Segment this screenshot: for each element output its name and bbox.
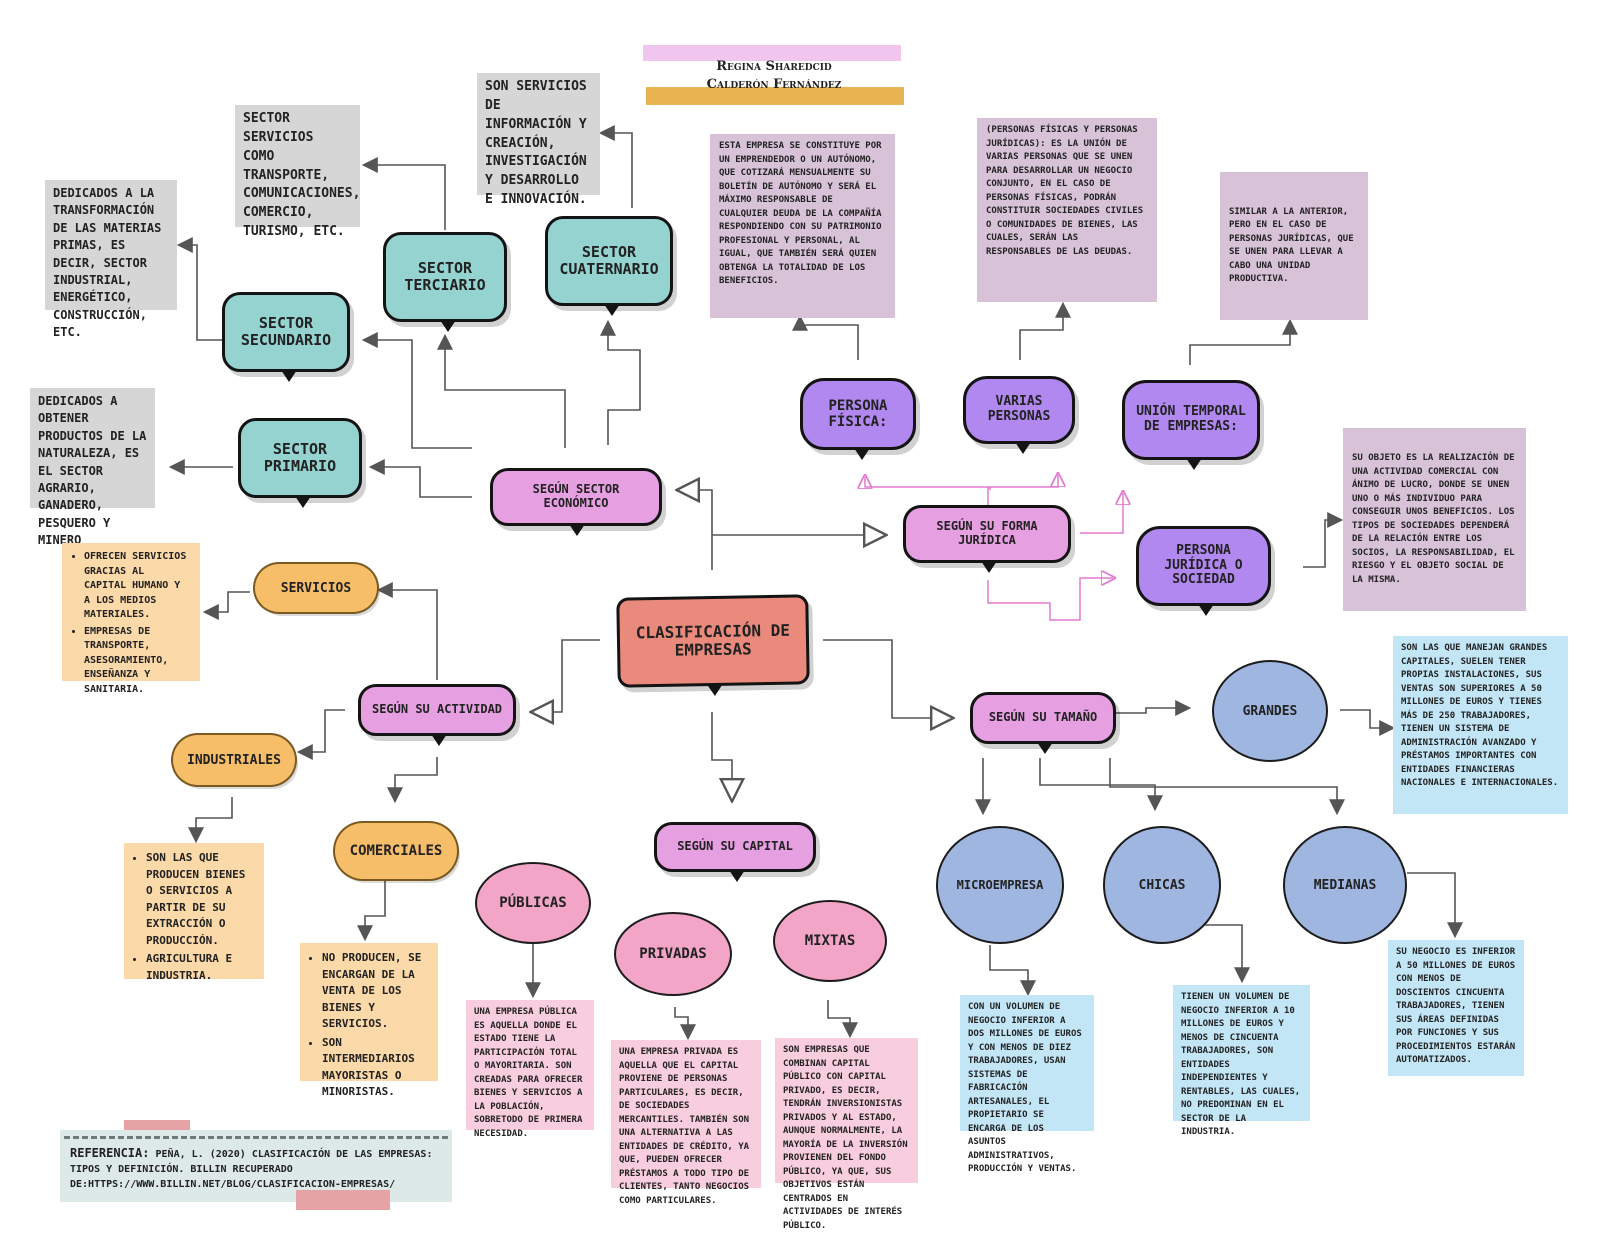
node-industriales: Industriales [173,735,295,785]
servicios-item-1: Ofrecen servicios gracias al capital hum… [84,550,190,623]
sector-primario-label: Sector Primario [263,439,337,475]
union-temporal-label: Unión Temporal de empresas: [1136,404,1246,434]
reference-label: Referencia: [70,1146,150,1160]
persona-juridica-label: Persona jurídica o sociedad [1164,542,1243,588]
category-actividad: Según su actividad [358,684,516,746]
center-node: Clasificación de Empresas [616,594,810,688]
tape-bottom [296,1190,390,1210]
node-sector-secundario: Sector Secundario [222,292,350,382]
category-tamano: Según su tamaño [970,692,1116,754]
desc-sector-terciario: Sector servicios como transporte, comuni… [235,105,360,239]
node-union-temporal: Unión Temporal de empresas: [1122,380,1260,470]
mixtas-label: Mixtas [804,933,856,949]
desc-varias-personas: (personas físicas y personas jurídicas):… [977,118,1157,302]
node-sector-terciario: Sector Terciario [383,232,507,332]
desc-persona-juridica: Su objeto es la realización de una activ… [1343,428,1526,611]
node-sector-primario: Sector Primario [238,418,362,508]
node-privadas: Privadas [614,912,732,996]
node-varias-personas: Varias personas [963,376,1075,454]
persona-fisica-desc: Esta empresa se constituye por un empren… [719,141,882,286]
desc-publicas: Una empresa pública es aquella donde el … [466,1000,594,1139]
author-name: Regina Sharedcid Calderón Fernández [640,58,908,93]
grandes-label: Grandes [1242,703,1298,719]
publicas-label: Públicas [499,895,567,911]
desc-privadas: Una empresa privada es aquella que el ca… [611,1040,761,1206]
privadas-desc: Una empresa privada es aquella que el ca… [619,1047,750,1206]
medianas-label: Medianas [1313,877,1377,893]
author-highlight-pink [643,45,901,61]
node-persona-juridica: Persona jurídica o sociedad [1136,526,1271,616]
category-actividad-label: Según su actividad [371,702,503,717]
comerciales-label: Comerciales [349,843,443,859]
mixtas-desc: Son empresas que combinan capital públic… [783,1045,908,1231]
category-sector-economico: Según Sector económico [490,468,662,536]
node-sector-cuaternario: Sector Cuaternario [545,216,673,316]
node-microempresa: Microempresa [936,826,1064,944]
desc-persona-fisica: Esta empresa se constituye por un empren… [710,134,895,318]
node-grandes: Grandes [1212,660,1328,762]
category-sector-label: Según Sector económico [532,482,620,510]
microempresa-desc: Con un volumen de negocio inferior a dos… [968,1002,1082,1174]
sector-cuaternario-desc: Son servicios de información y creación,… [485,79,587,208]
category-capital: Según su Capital [654,822,816,882]
desc-union-temporal: Similar a la anterior, pero en el caso d… [1220,172,1368,320]
chicas-desc: Tienen un volumen de negocio inferior a … [1181,992,1301,1137]
industriales-item-2: Agricultura e industria. [146,951,254,984]
category-tamano-label: Según su tamaño [988,710,1098,725]
servicios-item-2: Empresas de transporte, asesoramiento, e… [84,625,190,698]
grandes-desc: Son las que manejan grandes capitales, s… [1401,643,1559,788]
category-forma-juridica: Según su forma Jurídica [903,505,1071,573]
industriales-item-1: Son las que producen bienes o servicios … [146,850,254,949]
desc-industriales: Son las que producen bienes o servicios … [124,843,264,982]
reference-box: Referencia: Peña, L. (2020) Clasificació… [60,1130,452,1202]
microempresa-label: Microempresa [956,878,1044,892]
comerciales-item-2: Son intermediarios mayoristas o minorist… [322,1035,428,1101]
chicas-label: Chicas [1138,877,1186,893]
node-persona-fisica: Persona física: [800,378,916,460]
desc-chicas: Tienen un volumen de negocio inferior a … [1173,985,1310,1137]
node-mixtas: Mixtas [773,900,887,982]
node-comerciales: Comerciales [335,823,457,879]
node-medianas: Medianas [1283,826,1407,944]
node-publicas: Públicas [475,862,591,944]
desc-comerciales: No producen, se encargan de la venta de … [300,943,438,1098]
desc-mixtas: Son empresas que combinan capital públic… [775,1038,918,1231]
persona-juridica-desc: Su objeto es la realización de una activ… [1352,453,1515,585]
sector-terciario-desc: Sector servicios como transporte, comuni… [243,111,361,240]
union-temporal-desc: Similar a la anterior, pero en el caso d… [1229,206,1354,285]
category-juridica-label: Según su forma Jurídica [936,519,1038,547]
comerciales-item-1: No producen, se encargan de la venta de … [322,950,428,1033]
desc-servicios: Ofrecen servicios gracias al capital hum… [62,543,200,695]
node-servicios: Servicios [255,564,377,612]
author-line-2: Calderón Fernández [706,76,842,92]
desc-medianas: Su negocio es inferior a 50 millones de … [1388,940,1524,1076]
author-highlight-yellow [646,87,904,105]
sector-terciario-label: Sector Terciario [404,258,486,294]
varias-personas-label: Varias personas [987,394,1051,424]
desc-grandes: Son las que manejan grandes capitales, s… [1393,636,1568,814]
medianas-desc: Su negocio es inferior a 50 millones de … [1396,947,1516,1065]
publicas-desc: Una empresa pública es aquella donde el … [474,1007,583,1139]
desc-microempresa: Con un volumen de negocio inferior a dos… [960,995,1094,1174]
reference-dash-line [64,1136,448,1139]
category-capital-label: Según su Capital [677,839,793,854]
sector-secundario-desc: Dedicados a la transformación de las mat… [53,186,162,340]
sector-primario-desc: Dedicados a obtener productos de la natu… [38,394,147,548]
desc-sector-cuaternario: Son servicios de información y creación,… [477,73,600,207]
center-label: Clasificación de Empresas [635,620,791,660]
privadas-label: Privadas [639,946,707,962]
servicios-label: Servicios [280,580,352,596]
sector-secundario-label: Sector Secundario [240,313,332,349]
node-chicas: Chicas [1103,826,1221,944]
desc-sector-primario: Dedicados a obtener productos de la natu… [30,388,155,547]
sector-cuaternario-label: Sector Cuaternario [559,242,659,278]
industriales-label: Industriales [187,752,281,768]
author-line-1: Regina Sharedcid [716,59,832,74]
desc-sector-secundario: Dedicados a la transformación de las mat… [45,180,177,339]
reference-text: Peña, L. (2020) Clasificación de las emp… [70,1149,433,1190]
persona-fisica-label: Persona física: [828,397,888,430]
varias-personas-desc: (personas físicas y personas jurídicas):… [986,125,1144,257]
